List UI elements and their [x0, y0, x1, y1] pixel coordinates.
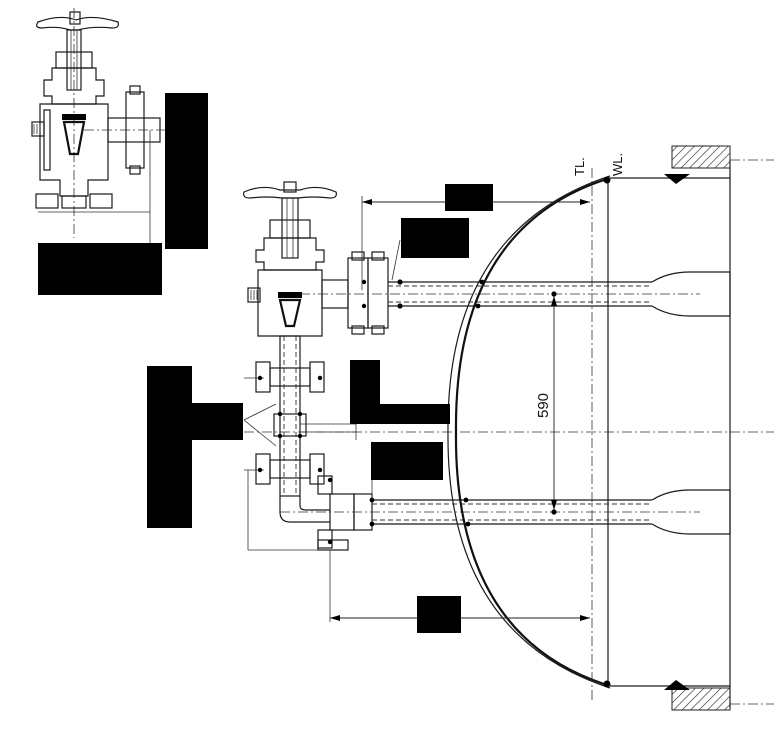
redaction-block	[371, 442, 443, 480]
redaction-block	[401, 218, 469, 258]
redaction-block	[350, 360, 450, 424]
redaction-block	[147, 366, 243, 528]
handwheel-icon	[243, 181, 337, 199]
handwheel-icon	[36, 11, 119, 31]
tl-label: TL.	[572, 157, 587, 176]
redaction-block	[417, 596, 461, 633]
drain-plug-icon	[247, 287, 261, 303]
redaction-block	[38, 243, 162, 295]
main-assembly: 590 TL. WL.	[147, 145, 774, 711]
dimension-590-label: 590	[535, 393, 552, 418]
redaction-block	[165, 93, 208, 249]
wl-label: WL.	[610, 153, 625, 176]
valve-detail	[31, 8, 208, 295]
drain-plug-icon	[31, 121, 45, 137]
redaction-block	[445, 184, 493, 211]
